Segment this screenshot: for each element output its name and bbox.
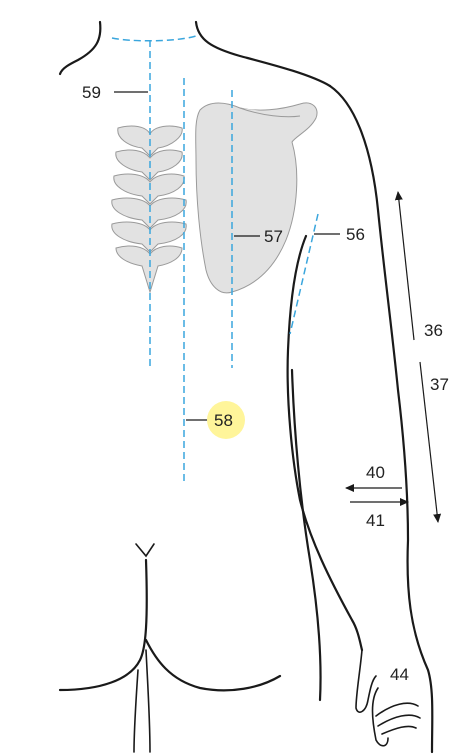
buttock-line bbox=[58, 558, 148, 692]
label-44: 44 bbox=[390, 665, 409, 684]
arrow-37 bbox=[419, 361, 442, 523]
scapula bbox=[195, 102, 318, 294]
sacral-v bbox=[135, 543, 155, 558]
label-56: 56 bbox=[346, 225, 365, 244]
label-36: 36 bbox=[424, 321, 443, 340]
arrow-36 bbox=[394, 191, 415, 341]
label-40: 40 bbox=[366, 463, 385, 482]
neck-guide bbox=[111, 35, 197, 42]
direction-arrows bbox=[345, 191, 442, 523]
bones bbox=[111, 102, 318, 294]
label-58: 58 bbox=[214, 411, 233, 430]
shoulder-line bbox=[194, 20, 332, 88]
inner-arm-line bbox=[286, 234, 364, 652]
outer-arm-line bbox=[328, 84, 434, 754]
label-57: 57 bbox=[264, 227, 283, 246]
fingers-line bbox=[375, 702, 421, 735]
spine-vertebrae bbox=[111, 125, 187, 294]
body-outline bbox=[58, 20, 434, 754]
highlight-58 bbox=[207, 401, 245, 439]
gluteal-cleft bbox=[133, 649, 151, 753]
waist-line bbox=[290, 368, 322, 702]
label-41: 41 bbox=[366, 511, 385, 530]
axillary-guide bbox=[289, 213, 319, 335]
label-59: 59 bbox=[82, 83, 101, 102]
neck-left-line bbox=[58, 20, 102, 76]
hand-outline bbox=[355, 649, 377, 713]
buttock-right-line bbox=[144, 638, 282, 692]
thumb-line bbox=[371, 687, 389, 747]
labels: 59 57 56 58 36 37 40 41 44 bbox=[82, 83, 449, 684]
label-37: 37 bbox=[430, 375, 449, 394]
acromion bbox=[239, 107, 301, 118]
leader-lines bbox=[114, 91, 340, 421]
guide-lines bbox=[111, 35, 319, 482]
